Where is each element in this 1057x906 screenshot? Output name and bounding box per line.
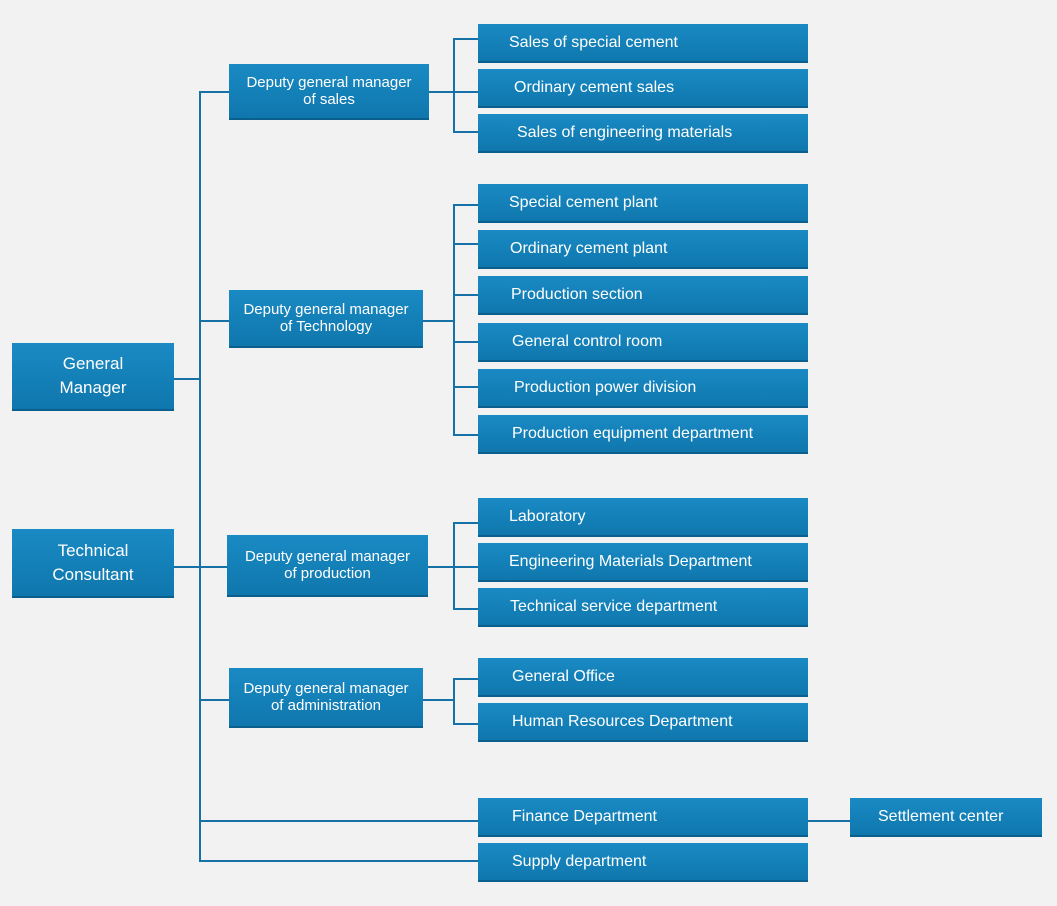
- connector-line: [453, 294, 479, 296]
- connector-line: [199, 820, 479, 822]
- technology-unit-label: General control room: [512, 333, 663, 350]
- technology-unit-label: Special cement plant: [509, 194, 658, 211]
- connector-line: [453, 434, 479, 436]
- connector-line: [453, 566, 479, 568]
- technology-unit-box: Production section: [478, 276, 808, 315]
- connector-line: [199, 91, 230, 93]
- deputy-technology-box: Deputy general manager of Technology: [229, 290, 423, 348]
- connector-line: [174, 378, 201, 380]
- settlement-center-box: Settlement center: [850, 798, 1042, 837]
- technology-unit-label: Production section: [511, 286, 643, 303]
- sales-unit-label: Sales of engineering materials: [517, 124, 733, 141]
- production-unit-label: Technical service department: [510, 598, 718, 615]
- connector-line: [453, 341, 479, 343]
- sales-unit-box: Sales of engineering materials: [478, 114, 808, 153]
- connector-line: [453, 723, 479, 725]
- settlement-center-label: Settlement center: [878, 808, 1004, 825]
- connector-line: [199, 91, 201, 862]
- connector-line: [427, 566, 455, 568]
- connector-line: [453, 386, 479, 388]
- connector-line: [453, 204, 455, 436]
- sales-unit-label: Ordinary cement sales: [514, 79, 675, 96]
- connector-line: [453, 243, 479, 245]
- technology-unit-box: Production equipment department: [478, 415, 808, 454]
- technology-unit-box: General control room: [478, 323, 808, 362]
- sales-unit-box: Sales of special cement: [478, 24, 808, 63]
- production-unit-label: Laboratory: [509, 508, 586, 525]
- connector-line: [428, 91, 455, 93]
- technology-unit-label: Production equipment department: [512, 425, 754, 442]
- production-unit-label: Engineering Materials Department: [509, 553, 752, 570]
- supply-department-label: Supply department: [512, 853, 647, 870]
- technology-unit-box: Production power division: [478, 369, 808, 408]
- deputy-production-box: Deputy general manager of production: [227, 535, 428, 597]
- connector-line: [807, 820, 851, 822]
- connector-line: [453, 608, 479, 610]
- administration-unit-box: General Office: [478, 658, 808, 697]
- connector-line: [422, 699, 455, 701]
- technology-unit-box: Special cement plant: [478, 184, 808, 223]
- connector-line: [453, 522, 479, 524]
- connector-line: [199, 860, 479, 862]
- connector-line: [453, 678, 479, 680]
- deputy-technology-label: Deputy general manager of Technology: [243, 301, 409, 335]
- connector-line: [174, 566, 201, 568]
- production-unit-box: Laboratory: [478, 498, 808, 537]
- sales-unit-box: Ordinary cement sales: [478, 69, 808, 108]
- supply-department-box: Supply department: [478, 843, 808, 882]
- technical-consultant-label: Technical Consultant: [52, 540, 134, 584]
- deputy-sales-box: Deputy general manager of sales: [229, 64, 429, 120]
- deputy-production-label: Deputy general manager of production: [244, 548, 411, 582]
- technology-unit-label: Production power division: [514, 379, 697, 396]
- administration-unit-label: Human Resources Department: [512, 713, 733, 730]
- administration-unit-box: Human Resources Department: [478, 703, 808, 742]
- connector-line: [453, 204, 479, 206]
- finance-department-label: Finance Department: [512, 808, 657, 825]
- connector-line: [199, 320, 230, 322]
- finance-department-box: Finance Department: [478, 798, 808, 837]
- connector-line: [199, 566, 228, 568]
- connector-line: [453, 38, 479, 40]
- deputy-sales-label: Deputy general manager of sales: [246, 74, 412, 108]
- connector-line: [453, 678, 455, 725]
- production-unit-box: Engineering Materials Department: [478, 543, 808, 582]
- connector-line: [453, 38, 455, 133]
- sales-unit-label: Sales of special cement: [509, 34, 678, 51]
- general-manager-label: General Manager: [59, 354, 127, 397]
- connector-line: [453, 91, 479, 93]
- connector-line: [422, 320, 455, 322]
- connector-line: [453, 131, 479, 133]
- technology-unit-box: Ordinary cement plant: [478, 230, 808, 269]
- general-manager-box: General Manager: [12, 343, 174, 411]
- technology-unit-label: Ordinary cement plant: [510, 240, 668, 257]
- deputy-administration-box: Deputy general manager of administration: [229, 668, 423, 728]
- deputy-administration-label: Deputy general manager of administration: [243, 680, 409, 714]
- connector-line: [199, 699, 230, 701]
- production-unit-box: Technical service department: [478, 588, 808, 627]
- technical-consultant-box: Technical Consultant: [12, 529, 174, 598]
- administration-unit-label: General Office: [512, 668, 615, 685]
